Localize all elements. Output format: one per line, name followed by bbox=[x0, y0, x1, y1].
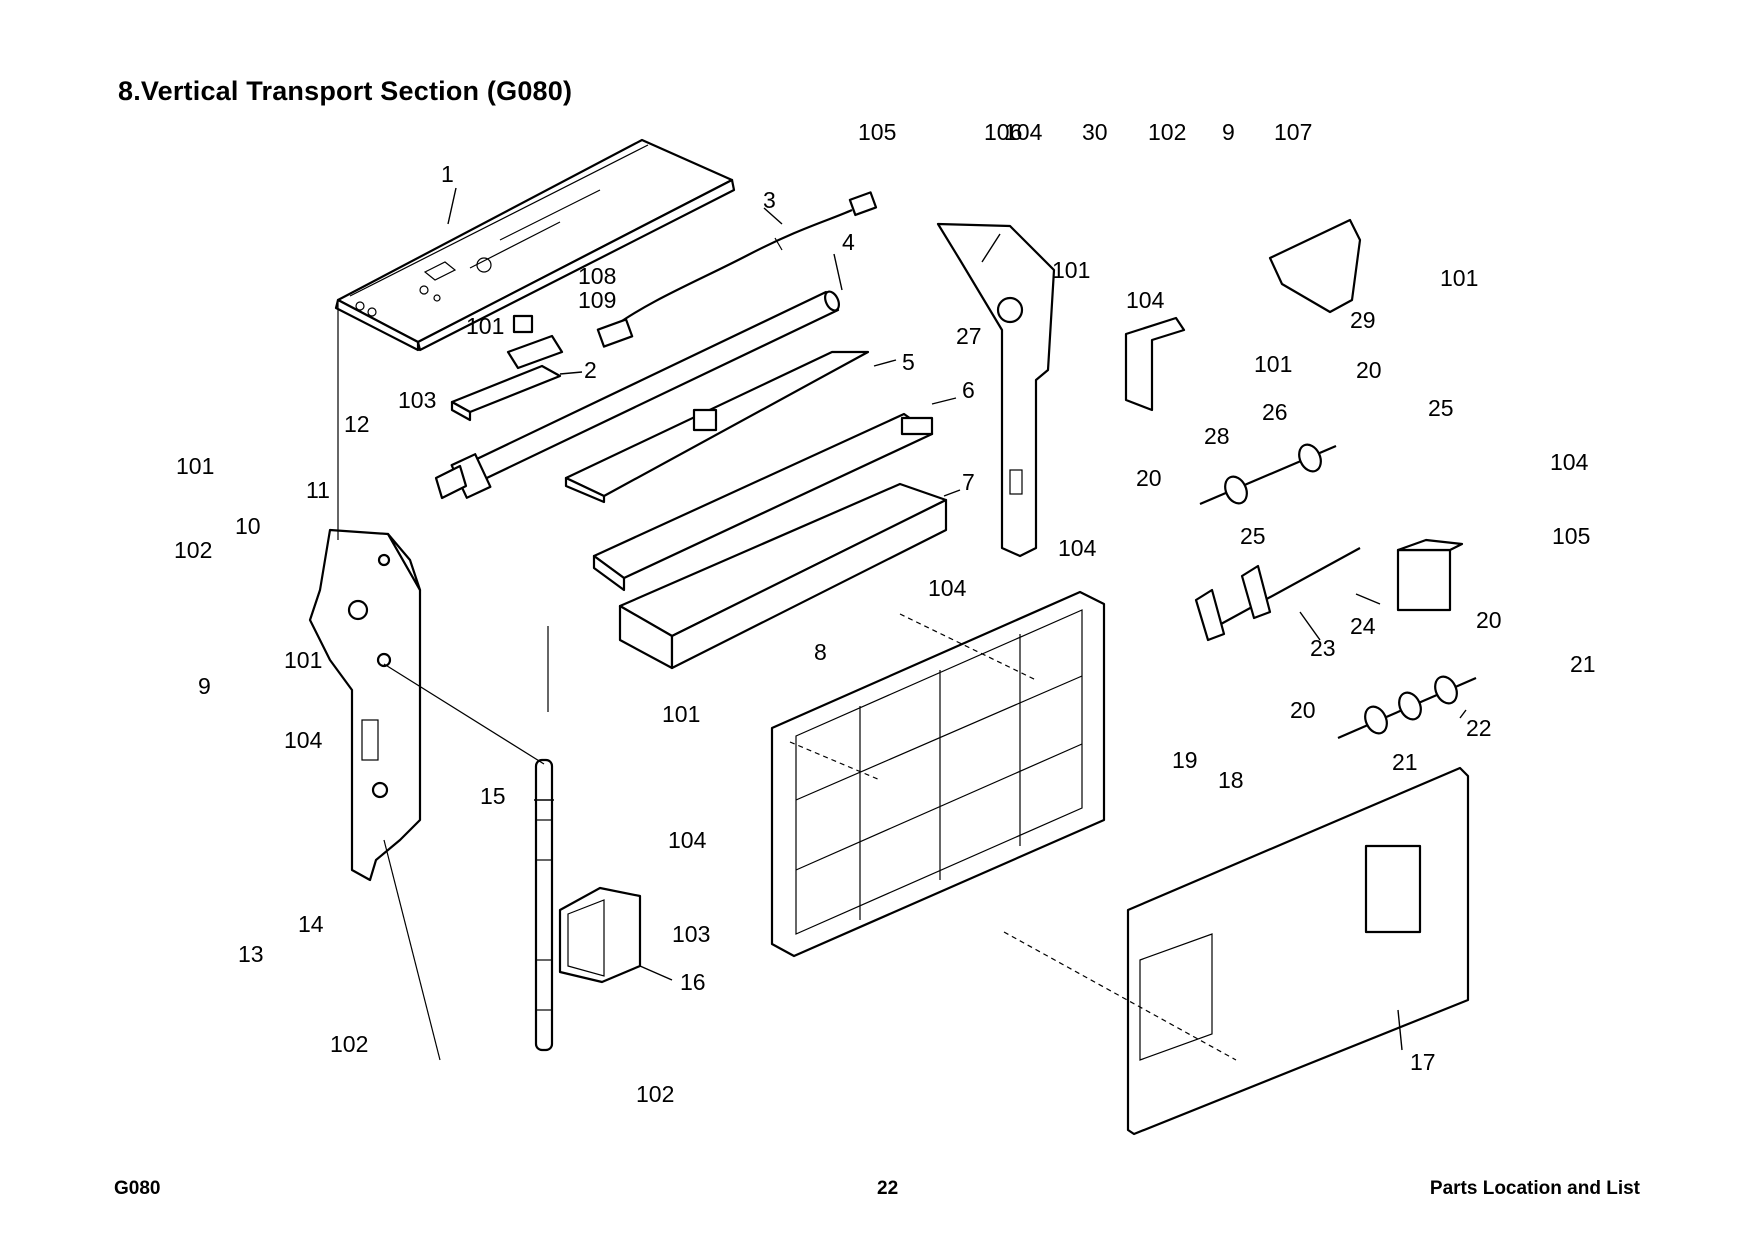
page-title: 8.Vertical Transport Section (G080) bbox=[118, 76, 573, 106]
callout-21-a: 21 bbox=[1570, 651, 1596, 677]
callout-17: 17 bbox=[1410, 1049, 1436, 1075]
callout-15: 15 bbox=[480, 783, 506, 809]
callout-104-g: 104 bbox=[1550, 449, 1589, 475]
footer-section-name: Parts Location and List bbox=[1429, 1178, 1640, 1199]
callout-101-d: 101 bbox=[662, 701, 700, 727]
callout-104-d: 104 bbox=[1058, 535, 1097, 561]
part-5-guide-plate bbox=[564, 350, 870, 504]
callout-20-b: 20 bbox=[1136, 465, 1162, 491]
callout-27: 27 bbox=[956, 323, 982, 349]
part-7-guide-plate bbox=[618, 482, 948, 670]
callout-104-b: 104 bbox=[668, 827, 707, 853]
part-11-left-frame bbox=[308, 528, 422, 882]
callout-4: 4 bbox=[842, 229, 855, 255]
callout-105-b: 105 bbox=[1552, 523, 1590, 549]
callout-2: 2 bbox=[584, 357, 597, 383]
callout-102-d: 102 bbox=[1148, 119, 1186, 145]
leader-lines bbox=[447, 187, 1467, 1051]
callout-105-a: 105 bbox=[858, 119, 896, 145]
callout-14: 14 bbox=[298, 911, 324, 937]
callout-109: 109 bbox=[578, 287, 616, 313]
part-4-roller bbox=[434, 290, 840, 500]
callout-18: 18 bbox=[1218, 767, 1244, 793]
callout-9-top: 9 bbox=[1222, 119, 1235, 145]
callout-8: 8 bbox=[814, 639, 827, 665]
part-23-shaft bbox=[1194, 547, 1361, 642]
callout-16: 16 bbox=[680, 969, 706, 995]
callout-11: 11 bbox=[306, 477, 330, 503]
callout-101-b: 101 bbox=[284, 647, 322, 673]
part-22-shaft bbox=[1337, 675, 1477, 740]
callout-104-c: 104 bbox=[928, 575, 967, 601]
callout-101-c: 101 bbox=[466, 313, 504, 339]
part-3-harness bbox=[596, 191, 878, 348]
callout-107: 107 bbox=[1274, 119, 1312, 145]
callout-9-left: 9 bbox=[198, 673, 211, 699]
part-28-bracket bbox=[1124, 316, 1186, 412]
callout-23: 23 bbox=[1310, 635, 1336, 661]
part-17-cover bbox=[1126, 766, 1470, 1136]
callout-104-a: 104 bbox=[284, 727, 323, 753]
part-1-top-guide-plate bbox=[334, 138, 736, 352]
callout-3: 3 bbox=[763, 187, 776, 213]
part-6-guide-plate bbox=[592, 412, 934, 592]
callout-24: 24 bbox=[1350, 613, 1376, 639]
part-2-sensor-bracket bbox=[450, 314, 564, 422]
callout-28: 28 bbox=[1204, 423, 1230, 449]
callout-30: 30 bbox=[1082, 119, 1108, 145]
callout-13: 13 bbox=[238, 941, 264, 967]
callout-19: 19 bbox=[1172, 747, 1198, 773]
callout-101-a: 101 bbox=[176, 453, 214, 479]
callout-12: 12 bbox=[344, 411, 370, 437]
callout-101-g: 101 bbox=[1254, 351, 1292, 377]
callout-20-d: 20 bbox=[1290, 697, 1316, 723]
callout-104-f: 104 bbox=[1004, 119, 1043, 145]
assembly-lines bbox=[337, 302, 1237, 1061]
callout-25-b: 25 bbox=[1240, 523, 1266, 549]
callout-1: 1 bbox=[441, 161, 454, 187]
callout-103-a: 103 bbox=[398, 387, 436, 413]
callout-101-e: 101 bbox=[1052, 257, 1090, 283]
callout-22: 22 bbox=[1466, 715, 1492, 741]
part-29-bracket bbox=[1268, 218, 1362, 314]
callout-26: 26 bbox=[1262, 399, 1288, 425]
callout-29: 29 bbox=[1350, 307, 1376, 333]
callout-102-a: 102 bbox=[174, 537, 212, 563]
callout-106: 106 bbox=[984, 119, 1022, 145]
callout-101-f: 101 bbox=[1440, 265, 1478, 291]
callout-104-e: 104 bbox=[1126, 287, 1165, 313]
footer-model-code: G080 bbox=[114, 1178, 161, 1199]
callout-5: 5 bbox=[902, 349, 915, 375]
callout-21-b: 21 bbox=[1392, 749, 1418, 775]
part-16-clutch bbox=[558, 886, 642, 984]
callout-10: 10 bbox=[235, 513, 261, 539]
part-15-shaft bbox=[534, 758, 554, 1052]
callout-102-c: 102 bbox=[636, 1081, 674, 1107]
callout-20-c: 20 bbox=[1476, 607, 1502, 633]
callout-108: 108 bbox=[578, 263, 616, 289]
part-27-bracket bbox=[936, 222, 1056, 558]
part-26-shaft bbox=[1199, 443, 1337, 506]
callout-25-a: 25 bbox=[1428, 395, 1454, 421]
callout-102-b: 102 bbox=[330, 1031, 368, 1057]
callout-6: 6 bbox=[962, 377, 975, 403]
callout-20-a: 20 bbox=[1356, 357, 1382, 383]
callout-103-b: 103 bbox=[672, 921, 710, 947]
part-24-solenoid bbox=[1396, 538, 1464, 612]
part-8-rear-frame bbox=[770, 590, 1106, 958]
callout-7: 7 bbox=[962, 469, 975, 495]
callout-labels: 1 2 3 4 5 6 7 8 9 9 10 11 12 13 14 15 16… bbox=[174, 119, 1596, 1107]
